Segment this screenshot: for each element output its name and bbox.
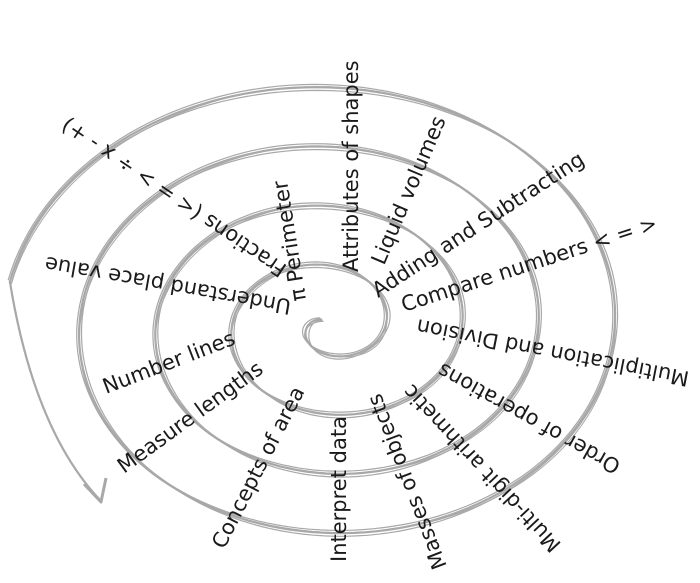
arrowhead-icon <box>82 477 108 504</box>
spiral-line <box>7 83 619 537</box>
spiral-strand <box>7 83 614 532</box>
label-perimeter: π Perimeter <box>268 179 311 303</box>
label-fractions: Fractions (< = > ÷ x - +) <box>57 113 291 282</box>
spiral-strand <box>10 89 619 537</box>
spiral-tail <box>8 280 102 502</box>
label-interpret-data: Interpret data <box>327 416 351 562</box>
label-attributes-of-shapes: Attributes of shapes <box>339 60 363 272</box>
spiral-strand <box>11 86 616 534</box>
